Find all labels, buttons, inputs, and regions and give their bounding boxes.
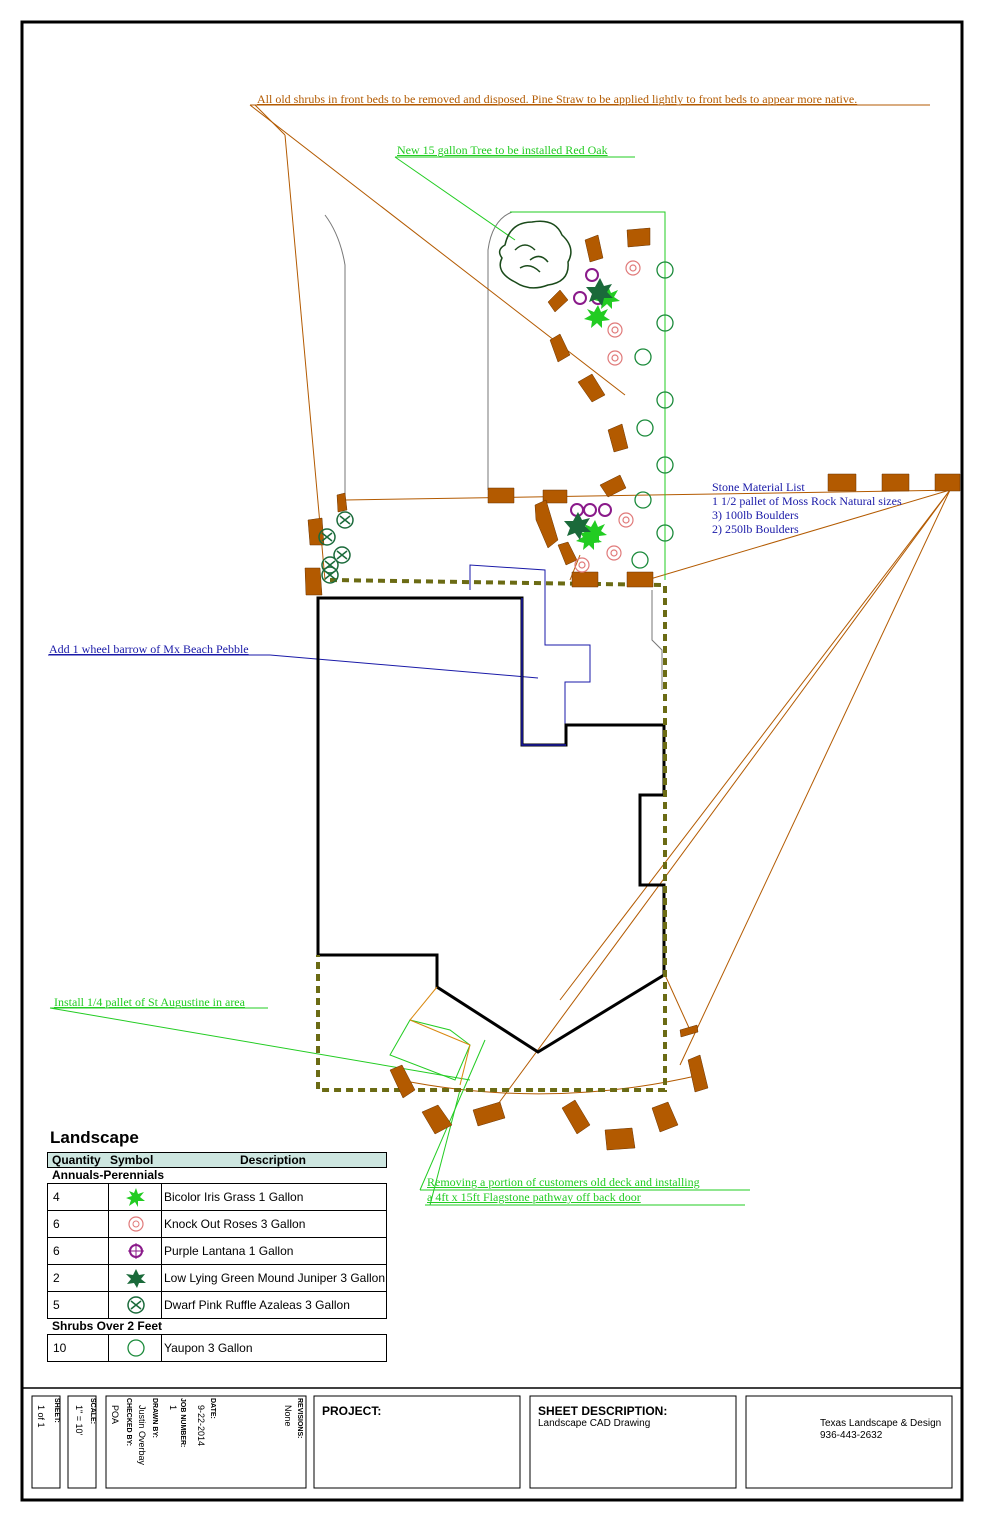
- lantana-icon: [128, 1243, 144, 1259]
- sheet-border: [20, 20, 964, 1502]
- pebble-area-outline: [48, 564, 591, 745]
- legend-desc: Purple Lantana 1 Gallon: [164, 1244, 294, 1258]
- red-oak-tree-note: New 15 gallon Tree to be installed Red O…: [397, 143, 608, 157]
- legend-desc: Low Lying Green Mound Juniper 3 Gallon: [164, 1271, 386, 1285]
- legend-qty: 10: [53, 1341, 67, 1355]
- rose-icon: [128, 1216, 144, 1232]
- red-oak-tree-icon: [498, 220, 572, 289]
- legend-desc: Yaupon 3 Gallon: [164, 1341, 253, 1355]
- deck-note-line-2: a 4ft x 15ft Flagstone pathway off back …: [427, 1190, 641, 1204]
- company-name: Texas Landscape & Design: [820, 1418, 942, 1429]
- yaupon-icon: [127, 1339, 145, 1357]
- checked-by-value: POA: [110, 1405, 120, 1425]
- checked-by-label: CHECKED BY:: [125, 1398, 132, 1447]
- house-blue-edge: [521, 598, 566, 746]
- legend-row: 6 Purple Lantana 1 Gallon: [47, 1237, 387, 1265]
- stone-material-item-1: 1 1/2 pallet of Moss Rock Natural sizes: [712, 494, 902, 508]
- deck-note-line-1: Removing a portion of customers old deck…: [427, 1175, 700, 1189]
- shrubs-removal-note: All old shrubs in front beds to be remov…: [257, 92, 858, 106]
- legend-group-annuals: Annuals-Perennials: [52, 1168, 165, 1182]
- legend-desc: Dwarf Pink Ruffle Azaleas 3 Gallon: [164, 1298, 350, 1312]
- scale-label: SCALE:: [89, 1398, 96, 1425]
- company-phone: 936-443-2632: [820, 1430, 883, 1441]
- drawn-by-label: DRAWN BY:: [151, 1398, 158, 1438]
- azalea-icon: [127, 1296, 145, 1314]
- deck-lines: [409, 986, 471, 1086]
- green-leader-lines: [49, 156, 750, 1206]
- brown-leader-lines: [249, 104, 961, 1116]
- title-block-frame: [22, 1387, 962, 1489]
- stone-material-item-3: 2) 250lb Boulders: [712, 522, 799, 536]
- azalea-plants: [318, 511, 354, 584]
- legend-group-shrubs: Shrubs Over 2 Feet: [52, 1319, 163, 1333]
- stone-material-title: Stone Material List: [712, 480, 805, 494]
- sheet-description-value: Landscape CAD Drawing: [538, 1418, 651, 1429]
- legend-qty: 6: [53, 1244, 60, 1258]
- house-outline: [316, 596, 666, 1054]
- date-label: DATE:: [209, 1398, 216, 1419]
- stone-boulders: [304, 227, 961, 1151]
- legend-qty: 6: [53, 1217, 60, 1231]
- drawn-by-value: Justin Overbay: [137, 1405, 147, 1466]
- sheet-label: SHEET:: [53, 1398, 60, 1423]
- legend-row: 6 Knock Out Roses 3 Gallon: [47, 1210, 387, 1238]
- sheet-value: 1 of 1: [36, 1405, 46, 1428]
- juniper-plants: [564, 278, 613, 540]
- iris-grass-icon: [126, 1188, 145, 1207]
- job-number-label: JOB NUMBER:: [179, 1398, 186, 1448]
- legend-col-quantity: Quantity: [52, 1153, 101, 1167]
- legend-row: 4 Bicolor Iris Grass 1 Gallon: [47, 1183, 387, 1211]
- project-label: PROJECT:: [322, 1404, 382, 1418]
- legend-col-symbol: Symbol: [110, 1153, 154, 1167]
- grass-area-boundary: [316, 578, 667, 1092]
- revisions-label: REVISIONS:: [296, 1398, 303, 1439]
- date-value: 9-22-2014: [196, 1405, 206, 1447]
- revisions-value: None: [283, 1405, 293, 1427]
- legend-qty: 2: [53, 1271, 60, 1285]
- legend-desc: Knock Out Roses 3 Gallon: [164, 1217, 306, 1231]
- job-number-value: 1: [168, 1405, 178, 1411]
- legend-header: Quantity Symbol Description: [47, 1152, 387, 1168]
- st-augustine-note: Install 1/4 pallet of St Augustine in ar…: [54, 995, 245, 1009]
- beach-pebble-note: Add 1 wheel barrow of Mx Beach Pebble: [49, 642, 249, 656]
- sheet-description-label: SHEET DESCRIPTION:: [538, 1404, 668, 1418]
- legend-col-description: Description: [240, 1153, 307, 1167]
- legend-row: 2 Low Lying Green Mound Juniper 3 Gallon: [47, 1264, 387, 1292]
- rose-plants: [574, 260, 641, 573]
- legend-desc: Bicolor Iris Grass 1 Gallon: [164, 1190, 304, 1204]
- legend-qty: 5: [53, 1298, 60, 1312]
- legend-row: 10 Yaupon 3 Gallon: [47, 1334, 387, 1362]
- scale-value: 1" = 10': [74, 1405, 84, 1436]
- juniper-icon: [126, 1269, 146, 1288]
- yaupon-plants: [631, 261, 674, 569]
- stone-material-item-2: 3) 100lb Boulders: [712, 508, 799, 522]
- legend-row: 5 Dwarf Pink Ruffle Azaleas 3 Gallon: [47, 1291, 387, 1319]
- legend-title: Landscape: [50, 1128, 139, 1147]
- legend-qty: 4: [53, 1190, 60, 1204]
